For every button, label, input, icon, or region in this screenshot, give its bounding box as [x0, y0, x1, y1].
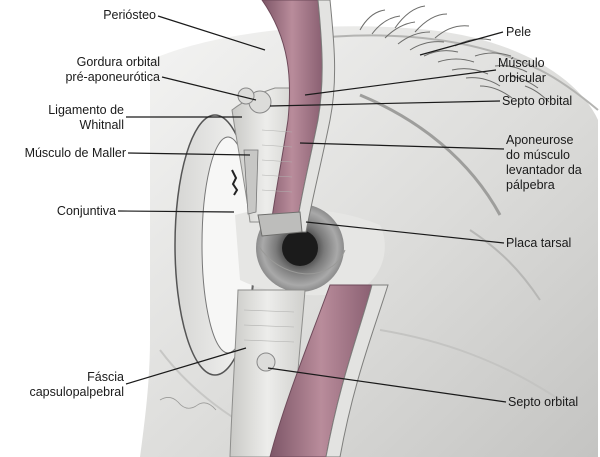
label-placa-tarsal: Placa tarsal — [506, 236, 594, 251]
label-aponeurose-levantador: Aponeurose do músculo levantador da pálp… — [506, 133, 598, 193]
label-fascia-line2: capsulopalpebral — [29, 385, 124, 399]
label-septo-inferior-text: Septo orbital — [508, 395, 579, 409]
leader-periosteo — [157, 15, 266, 51]
leader-septo-inf — [267, 367, 507, 403]
label-gordura-orbital: Gordura orbital pré-aponeurótica — [20, 55, 160, 85]
label-septo-orbital-superior: Septo orbital — [502, 94, 594, 109]
upper-eyelid-section — [231, 0, 336, 237]
label-septo-orbital-inferior: Septo orbital — [508, 395, 596, 410]
label-fascia-capsulopalpebral: Fáscia capsulopalpebral — [10, 370, 124, 400]
leader-maller — [127, 152, 251, 156]
label-aponeurose-line4: pálpebra — [506, 178, 555, 192]
label-periosteo-text: Periósteo — [103, 8, 156, 22]
label-musculo-orbicular: Músculo orbicular — [498, 56, 588, 86]
label-gordura-line2: pré-aponeurótica — [65, 70, 160, 84]
label-maller-text: Músculo de Maller — [24, 146, 126, 160]
label-septo-superior-text: Septo orbital — [502, 94, 573, 108]
leader-aponeurose — [299, 142, 505, 150]
label-orbicular-line1: Músculo — [498, 56, 545, 70]
leader-orbicular — [304, 69, 497, 96]
label-aponeurose-line1: Aponeurose — [506, 133, 574, 147]
label-gordura-line1: Gordura orbital — [76, 55, 160, 69]
leader-septo-sup — [269, 100, 501, 107]
lower-eyelid-section — [159, 284, 389, 457]
label-pele: Pele — [506, 25, 566, 40]
label-conjuntiva-text: Conjuntiva — [56, 204, 116, 218]
label-fascia-line1: Fáscia — [87, 370, 124, 384]
label-placa-tarsal-text: Placa tarsal — [506, 236, 572, 250]
leader-conjuntiva — [117, 210, 235, 213]
label-periosteo: Periósteo — [62, 8, 156, 23]
label-aponeurose-line3: levantador da — [506, 163, 582, 177]
label-musculo-maller: Músculo de Maller — [2, 146, 126, 161]
label-orbicular-line2: orbicular — [498, 71, 546, 85]
eyebrow-hair — [359, 5, 550, 103]
leader-gordura — [161, 76, 257, 101]
label-conjuntiva: Conjuntiva — [20, 204, 116, 219]
label-ligamento-whitnall: Ligamento de Whitnall — [20, 103, 124, 133]
label-pele-text: Pele — [506, 25, 532, 39]
leader-lines — [117, 15, 507, 403]
label-whitnall-line2: Whitnall — [79, 118, 124, 132]
label-whitnall-line1: Ligamento de — [48, 103, 124, 117]
leader-placa — [305, 221, 505, 244]
leader-pele — [419, 31, 504, 56]
label-aponeurose-line2: do músculo — [506, 148, 570, 162]
leader-fascia — [125, 347, 247, 385]
